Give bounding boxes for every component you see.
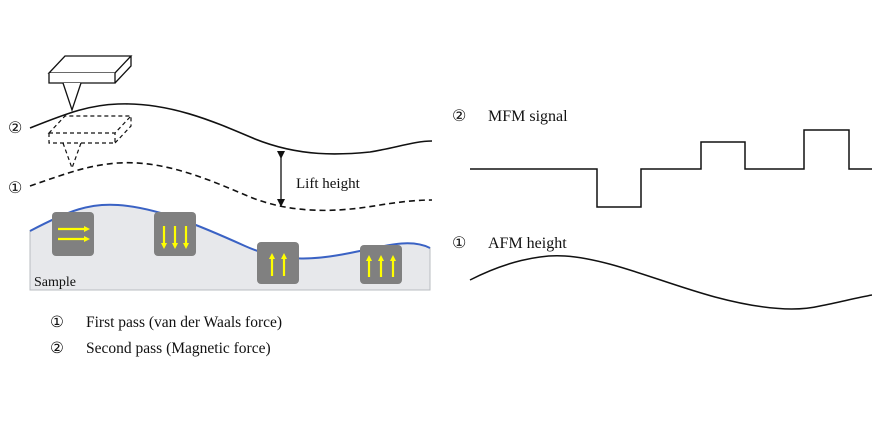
first-pass-trace	[29, 161, 433, 212]
magnetic-domain-up-2	[360, 245, 402, 284]
first-pass-marker: ①	[8, 180, 22, 197]
legend-second-pass-marker: ②	[50, 340, 64, 357]
second-pass-marker: ②	[8, 120, 22, 137]
second-pass-trace	[29, 103, 433, 155]
afm-height-trace	[469, 254, 872, 310]
legend-first-pass-marker: ①	[50, 314, 64, 331]
sample-label: Sample	[34, 275, 76, 290]
legend-first-pass: ① First pass (van der Waals force)	[50, 313, 282, 333]
legend-second-pass: ② Second pass (Magnetic force)	[50, 339, 271, 359]
magnetic-domain-up-1	[257, 242, 299, 284]
cantilever-dashed-icon	[47, 115, 133, 170]
legend-first-pass-text: First pass (van der Waals force)	[86, 314, 283, 331]
cantilever-icon	[47, 55, 133, 113]
mfm-signal-marker: ②	[452, 108, 466, 125]
afm-height-marker: ①	[452, 235, 466, 252]
legend-second-pass-text: Second pass (Magnetic force)	[86, 340, 271, 357]
afm-height-label: AFM height	[488, 235, 567, 252]
mfm-signal-label: MFM signal	[488, 108, 568, 125]
magnetic-domain-down	[154, 212, 196, 256]
magnetic-domain-right	[52, 212, 94, 256]
lift-height-label: Lift height	[296, 176, 361, 192]
mfm-signal-trace	[470, 129, 872, 208]
